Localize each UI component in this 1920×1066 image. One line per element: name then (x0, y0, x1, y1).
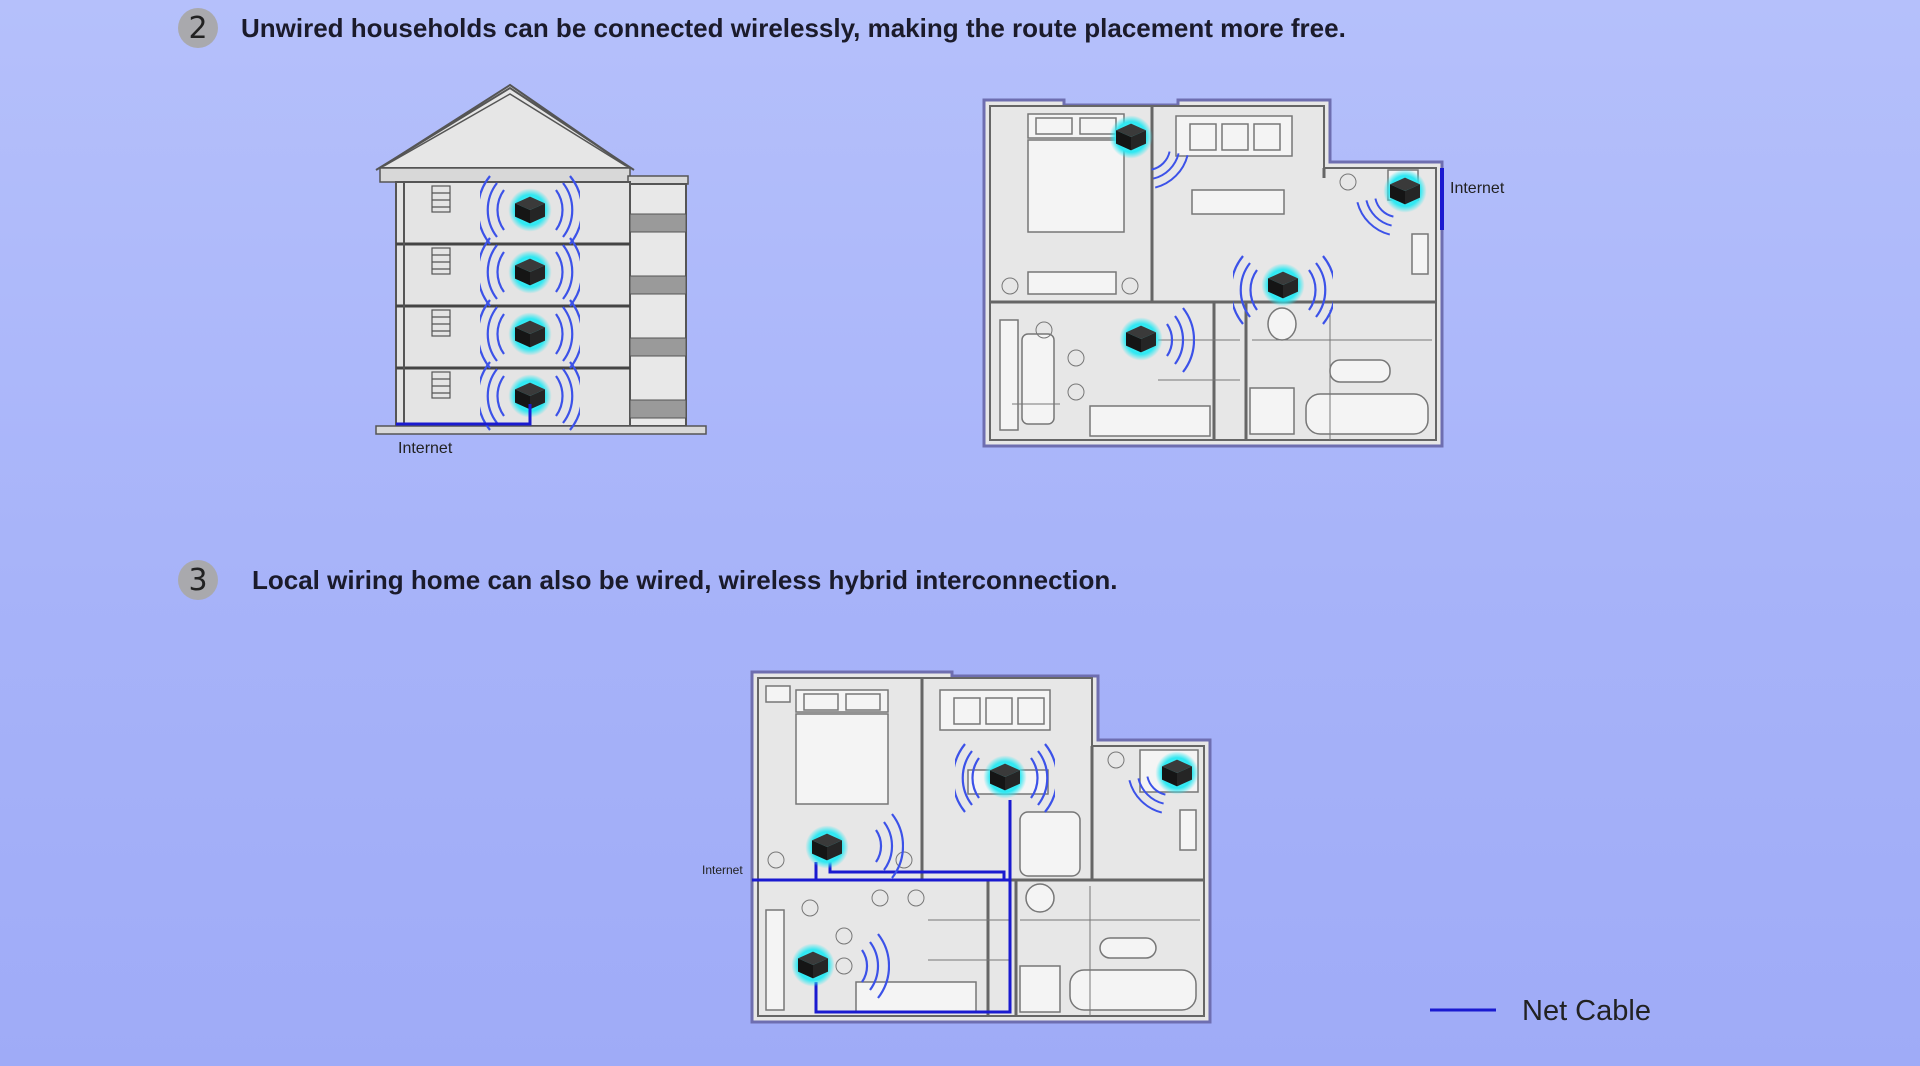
floor-plan-wireless (982, 98, 1444, 448)
plan-a-internet-label: Internet (1450, 180, 1505, 197)
building-net-cable (396, 404, 532, 426)
apartment-building (375, 83, 707, 435)
step-2-title: Unwired households can be connected wire… (241, 12, 1346, 43)
legend: Net Cable (1430, 995, 1651, 1027)
step-2-heading: 2 Unwired households can be connected wi… (178, 8, 1346, 48)
step-3-title: Local wiring home can also be wired, wir… (252, 564, 1118, 595)
step-3-heading: 3 Local wiring home can also be wired, w… (178, 560, 1117, 600)
building-internet-label: Internet (398, 440, 453, 457)
legend-label: Net Cable (1522, 995, 1651, 1027)
step-2-badge: 2 (178, 8, 218, 48)
plan-b-internet-label: Internet (702, 863, 743, 877)
step-3-badge: 3 (178, 560, 218, 600)
